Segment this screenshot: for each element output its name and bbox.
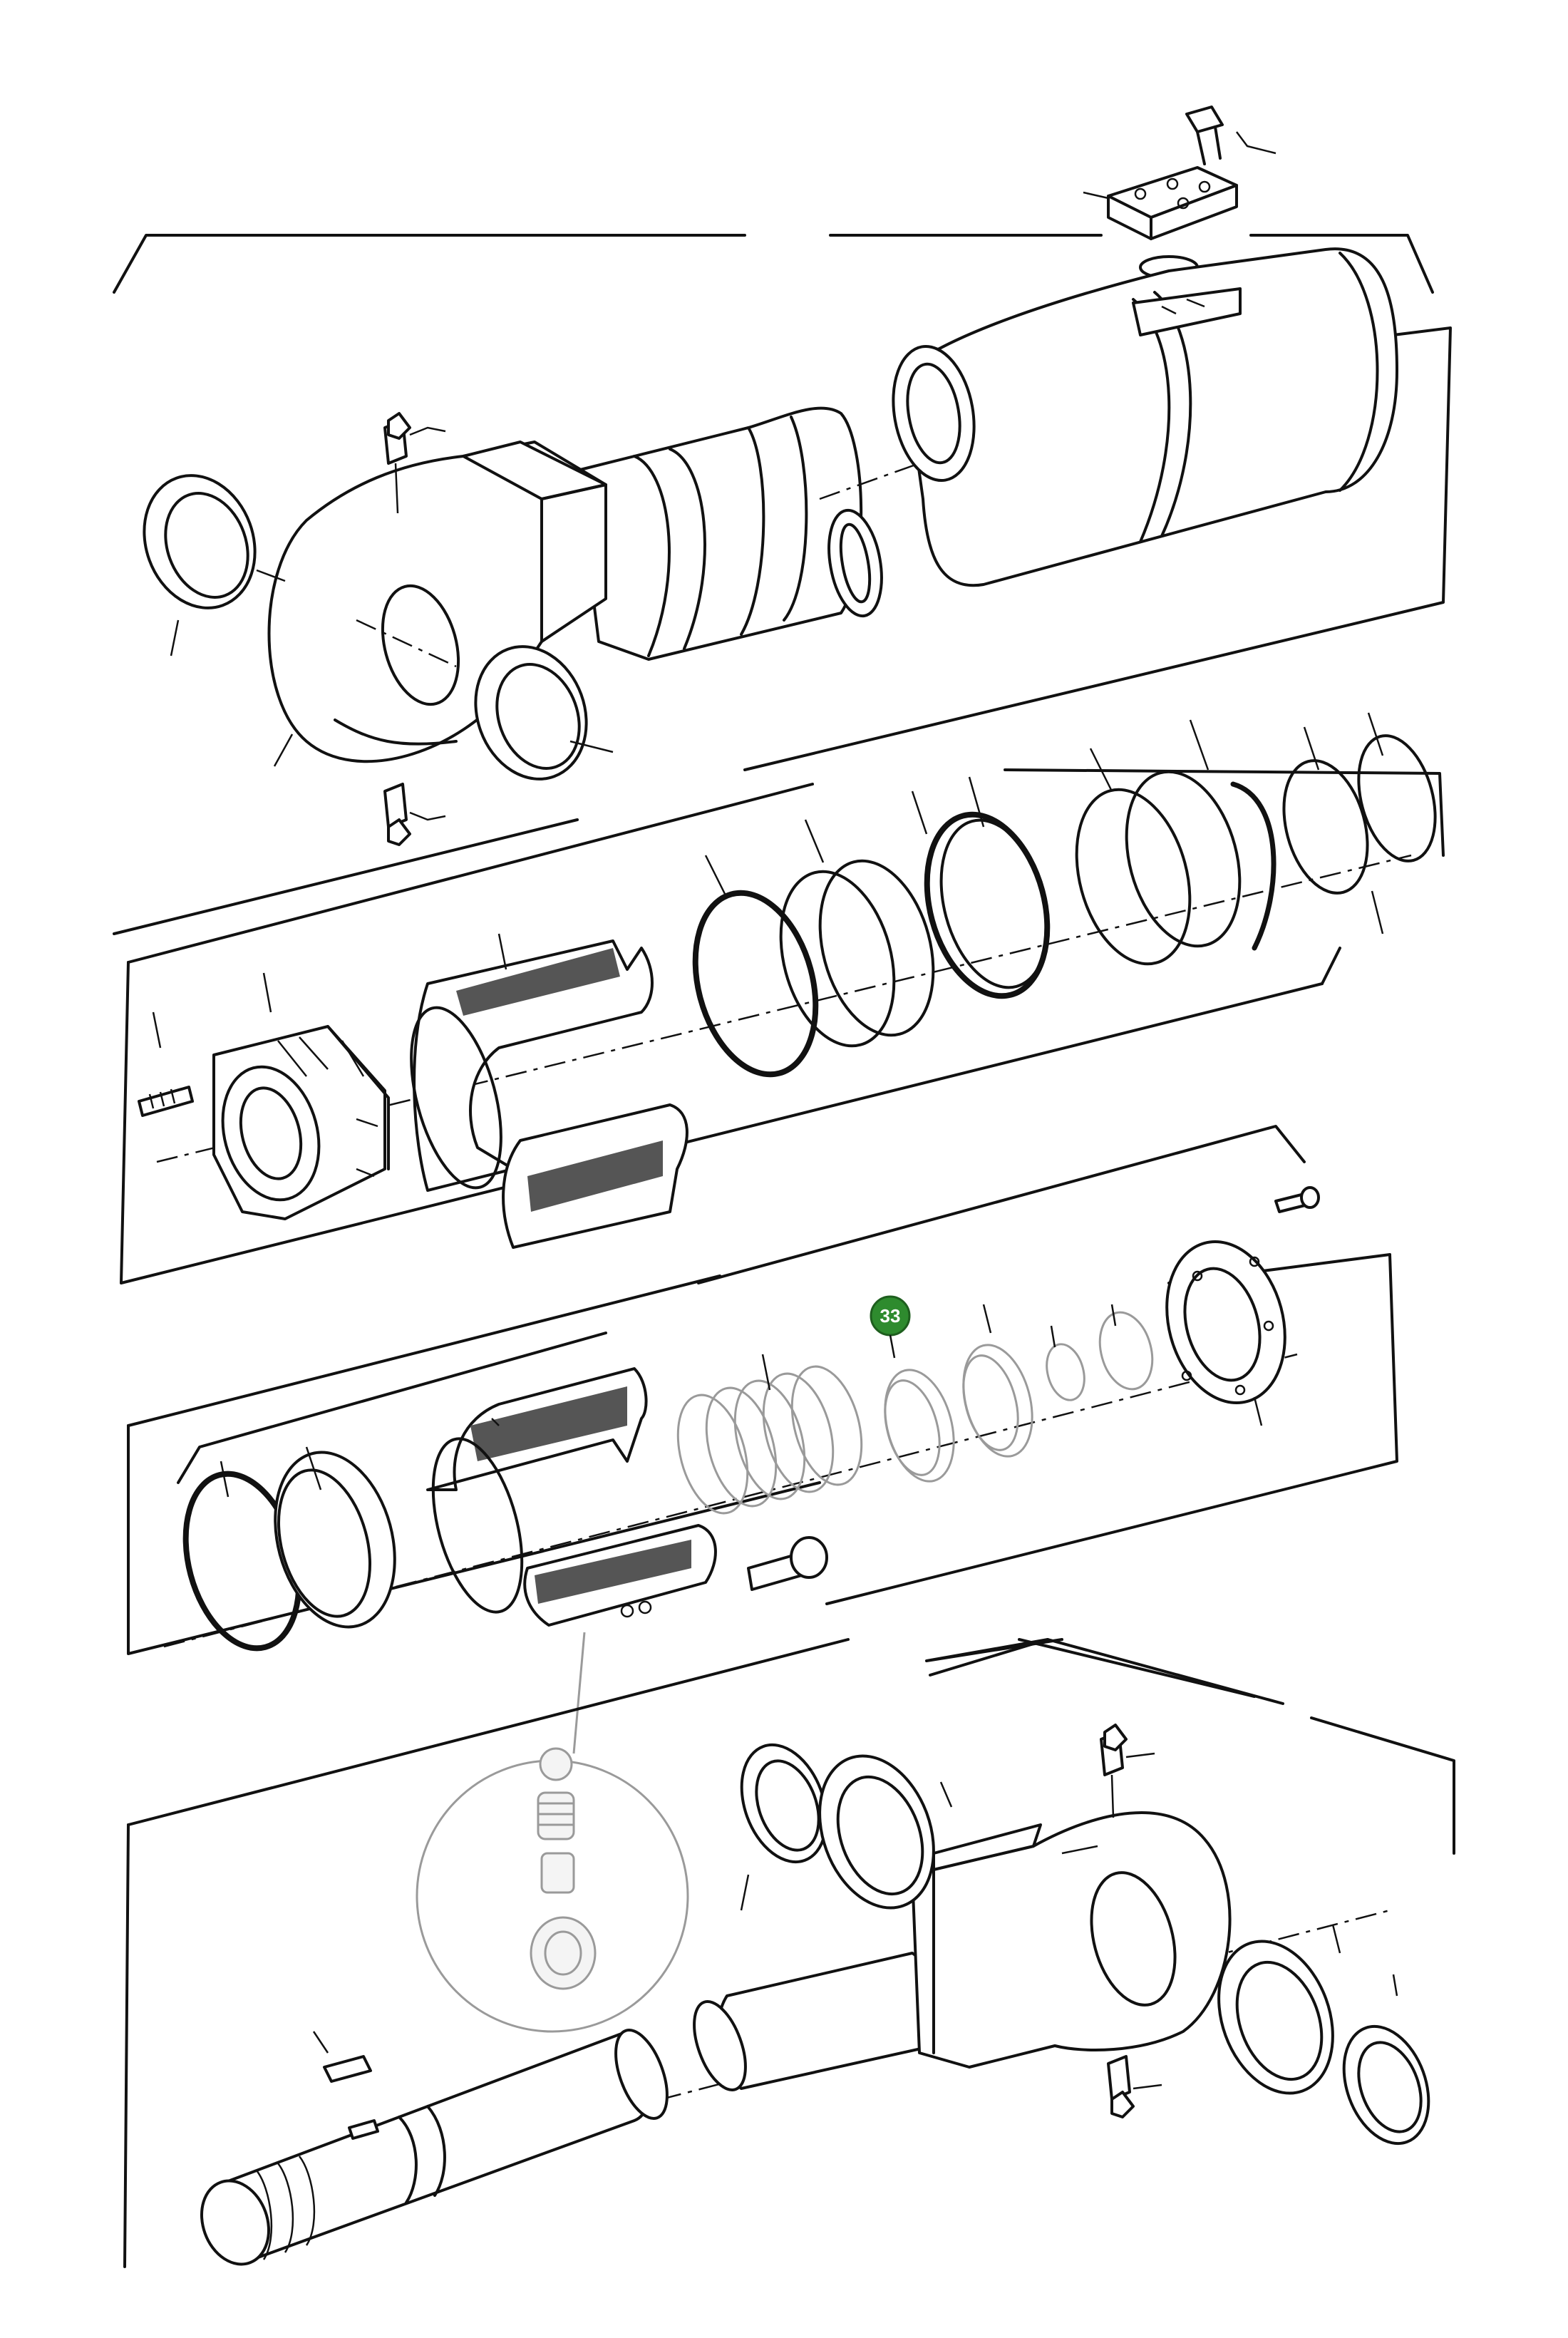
mounting-plate <box>1083 166 1238 240</box>
check-valve-detail <box>416 1632 689 2033</box>
rod-end-eye <box>693 1724 1430 2146</box>
rod-grease-nipple-bottom <box>1107 2055 1162 2118</box>
castle-nut <box>212 972 390 1220</box>
cylinder-base-eye <box>143 406 920 846</box>
cylinder-head-group: 33 <box>127 1125 1398 1655</box>
piston-rod-group <box>123 1638 1455 2268</box>
bolt-top <box>1185 105 1276 165</box>
head-rings <box>884 1304 1154 1483</box>
end-flange <box>1165 1240 1286 1426</box>
grease-nipple-bottom <box>383 783 446 846</box>
barrel-tube <box>892 247 1398 587</box>
spring <box>676 1354 863 1515</box>
piston-seal-group <box>120 712 1445 1284</box>
callout-label: 33 <box>880 1305 901 1327</box>
piston-rod <box>200 2029 669 2266</box>
grease-nipple-top <box>383 412 446 514</box>
rod-grease-nipple-top <box>1100 1724 1155 1818</box>
callout-33[interactable]: 33 <box>870 1295 911 1359</box>
piston-seal-rings <box>692 712 1437 1078</box>
cylinder-head-sectioned <box>426 1367 717 1627</box>
head-bolt <box>747 1536 828 1591</box>
cylinder-barrel-group <box>113 105 1452 935</box>
piston-sectioned <box>410 933 688 1249</box>
